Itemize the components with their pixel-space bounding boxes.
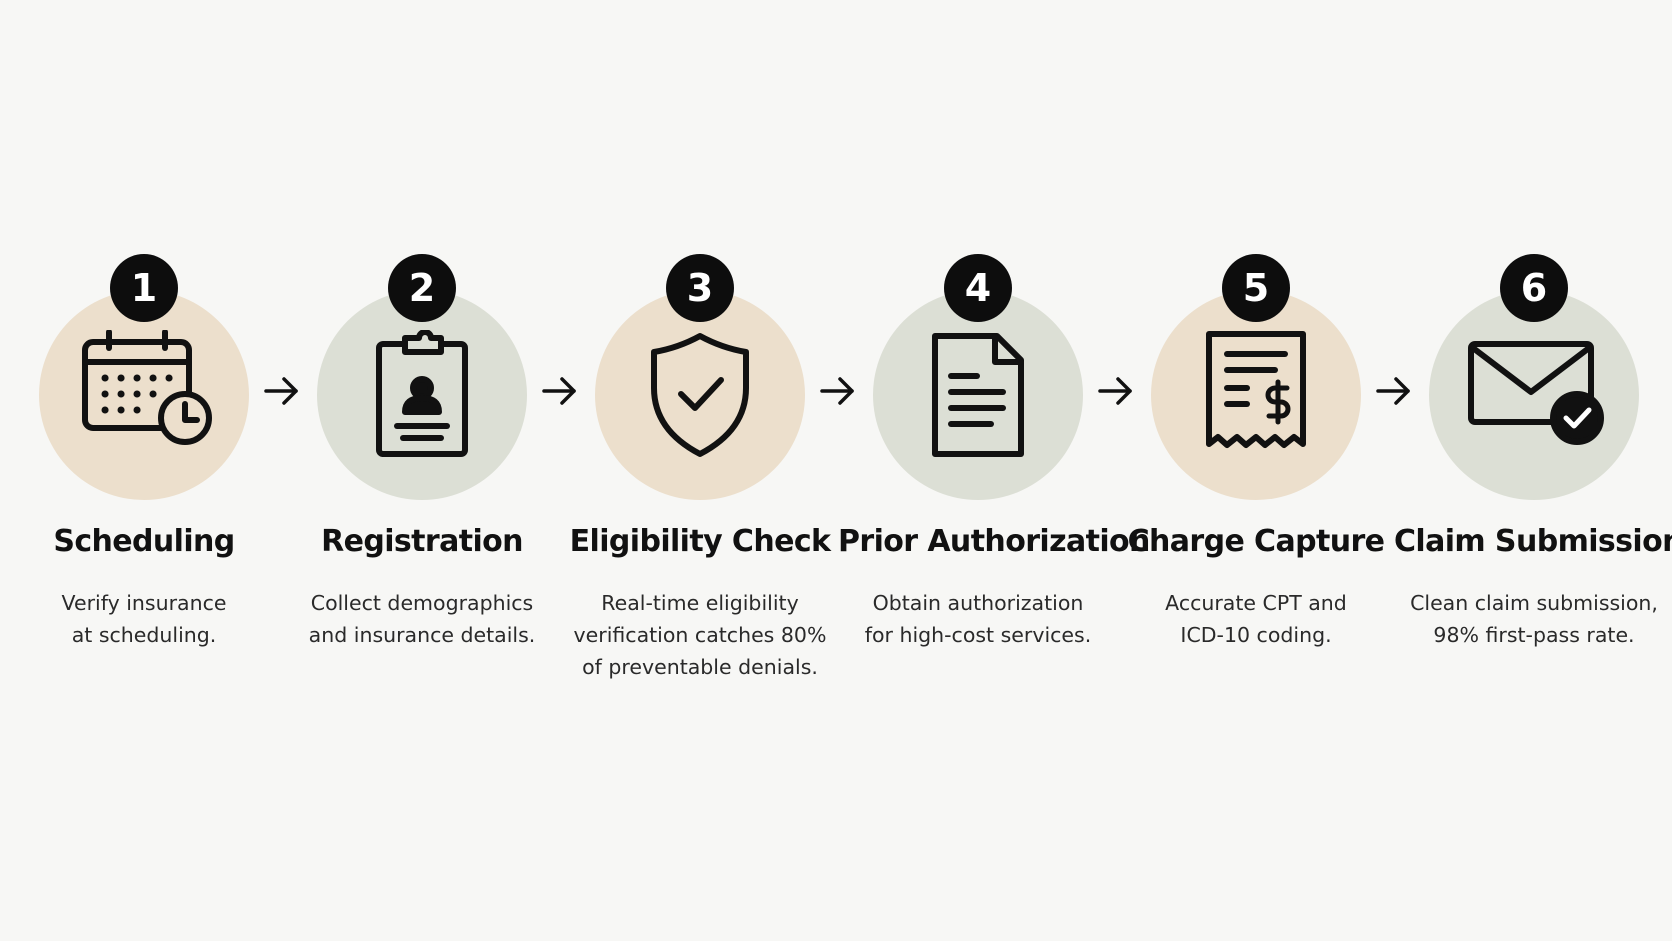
step-scheduling: 1 Scheduling Verify insurance at schedul… (4, 0, 284, 941)
arrow-icon (262, 373, 302, 409)
step-circle (39, 290, 249, 500)
step-number-badge: 6 (1500, 254, 1568, 322)
clipboard-person-icon (347, 330, 497, 460)
step-description: Obtain authorization for high-cost servi… (864, 591, 1092, 647)
step-charge-capture: 5 Charge Capture Accurate CPT and ICD-10… (1116, 0, 1396, 941)
step-circle (1429, 290, 1639, 500)
document-icon (903, 330, 1053, 460)
step-number-badge: 1 (110, 254, 178, 322)
step-title: Eligibility Check (569, 524, 831, 559)
step-claim-submission: 6 Claim Submission Clean claim submissio… (1394, 0, 1672, 941)
step-title: Charge Capture (1127, 524, 1385, 559)
step-number-badge: 4 (944, 254, 1012, 322)
shield-check-icon (625, 330, 775, 460)
step-description: Verify insurance at scheduling. (61, 591, 227, 647)
receipt-dollar-icon (1181, 330, 1331, 460)
step-description: Collect demographics and insurance detai… (308, 591, 536, 647)
step-circle (1151, 290, 1361, 500)
step-eligibility-check: 3 Eligibility Check Real-time eligibilit… (560, 0, 840, 941)
envelope-check-icon (1459, 330, 1609, 460)
step-number-badge: 2 (388, 254, 456, 322)
arrow-icon (1374, 373, 1414, 409)
step-description: Clean claim submission, 98% first-pass r… (1410, 591, 1658, 647)
step-description: Accurate CPT and ICD-10 coding. (1165, 591, 1347, 647)
step-title: Prior Authorization (838, 524, 1150, 559)
calendar-clock-icon (69, 330, 219, 460)
step-title: Claim Submission (1394, 524, 1672, 559)
step-title: Scheduling (53, 524, 235, 559)
step-number-badge: 5 (1222, 254, 1290, 322)
arrow-icon (818, 373, 858, 409)
arrow-icon (540, 373, 580, 409)
step-circle (595, 290, 805, 500)
step-registration: 2 Registration Collect demographics and … (282, 0, 562, 941)
step-prior-authorization: 4 Prior Authorization Obtain authorizati… (838, 0, 1150, 941)
step-number-badge: 3 (666, 254, 734, 322)
arrow-icon (1096, 373, 1136, 409)
step-description: Real-time eligibility verification catch… (573, 591, 827, 679)
step-title: Registration (321, 524, 523, 559)
